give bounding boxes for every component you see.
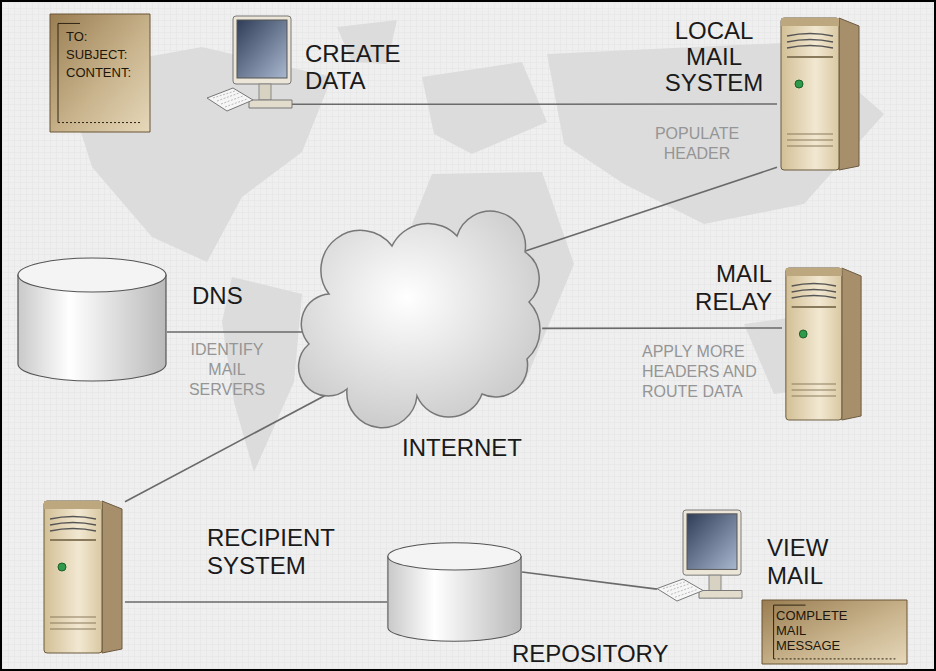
cylinder-shape <box>17 257 167 382</box>
server-shape <box>40 497 125 655</box>
node-caption: IDENTIFY MAIL SERVERS <box>182 340 272 400</box>
computer-icon: CREATE DATA <box>207 16 292 112</box>
node-caption: APPLY MORE HEADERS AND ROUTE DATA <box>642 342 772 402</box>
computer-icon: VIEW MAIL <box>657 510 742 602</box>
form-field-text: TO: <box>66 28 140 46</box>
network-link <box>542 327 782 329</box>
node-label: RECIPIENT SYSTEM <box>207 524 352 580</box>
cylinder-shape <box>387 542 522 642</box>
mail-form-note: TO:SUBJECT:CONTENT: <box>50 14 150 132</box>
network-link <box>292 103 777 105</box>
node-label: LOCAL MAIL SYSTEM <box>654 18 774 96</box>
database-cylinder: DNSIDENTIFY MAIL SERVERS <box>17 257 167 382</box>
form-field-text: CONTENT: <box>66 64 140 82</box>
node-label: VIEW MAIL <box>767 534 857 590</box>
mail-message-note: COMPLETE MAIL MESSAGE <box>762 600 907 664</box>
form-field-text: SUBJECT: <box>66 46 140 64</box>
node-caption: POPULATE HEADER <box>642 124 752 164</box>
node-label: REPOSITORY <box>512 640 702 667</box>
form-field-text: COMPLETE MAIL MESSAGE <box>776 608 856 653</box>
server-icon: MAIL RELAYAPPLY MORE HEADERS AND ROUTE D… <box>782 264 864 422</box>
node-label: MAIL RELAY <box>657 260 772 316</box>
node-label: CREATE DATA <box>305 40 420 94</box>
server-shape <box>777 14 862 172</box>
database-cylinder: REPOSITORY <box>387 542 522 642</box>
cloud-shape <box>307 224 547 404</box>
internet-cloud: INTERNET <box>307 224 547 404</box>
server-icon: RECIPIENT SYSTEM <box>40 497 125 655</box>
server-icon: LOCAL MAIL SYSTEMPOPULATE HEADER <box>777 14 862 172</box>
network-link <box>167 331 307 333</box>
network-link <box>525 167 777 251</box>
server-shape <box>782 264 864 422</box>
computer-shape <box>207 16 292 112</box>
node-label: INTERNET <box>402 434 542 461</box>
network-link <box>522 572 657 589</box>
network-link <box>125 386 343 502</box>
computer-shape <box>657 510 742 602</box>
network-link <box>125 601 387 603</box>
node-label: DNS <box>192 282 272 309</box>
